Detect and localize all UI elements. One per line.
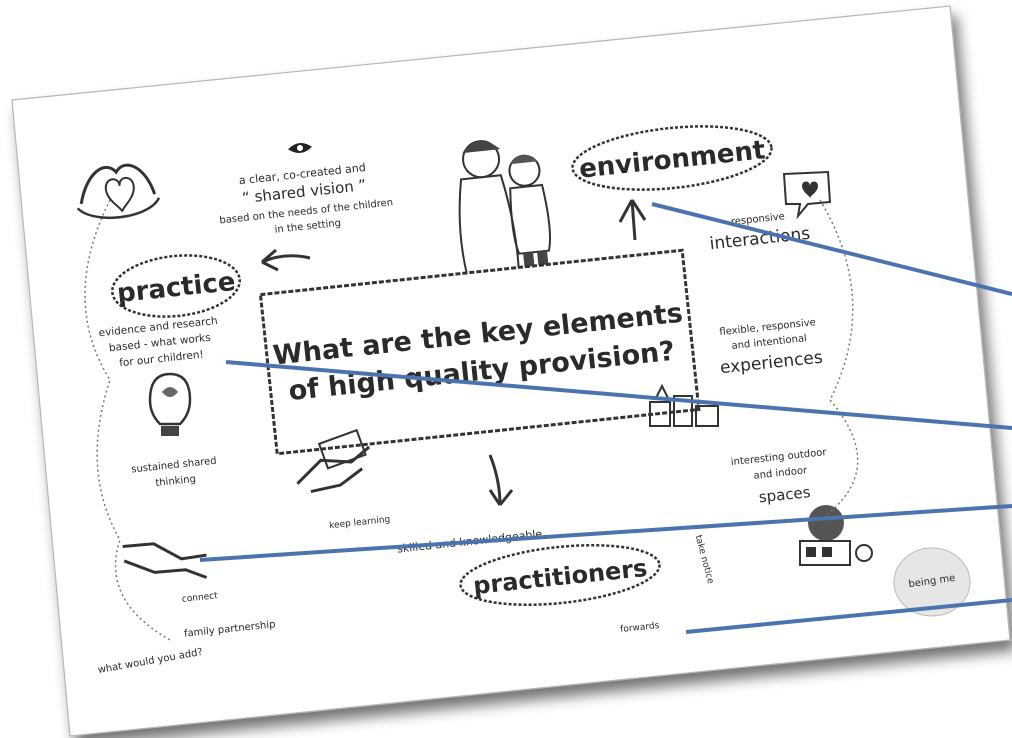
pointer-line-1 bbox=[651, 202, 1012, 296]
forwards-note: forwards bbox=[620, 621, 660, 635]
pointer-lines bbox=[199, 202, 1012, 634]
dotted-path-left bbox=[84, 199, 171, 641]
arrow-left-icon bbox=[261, 248, 311, 272]
arrow-down-icon bbox=[488, 454, 514, 506]
pointer-line-3 bbox=[199, 504, 1012, 562]
practice-node: practice bbox=[111, 254, 241, 318]
practitioners-node: practitioners bbox=[459, 544, 661, 606]
spaces-label: spaces bbox=[758, 483, 812, 506]
eye-icon bbox=[288, 143, 312, 153]
being-me-badge: being me bbox=[893, 547, 971, 617]
connect-note: connect bbox=[181, 591, 218, 605]
sustained-line-2: thinking bbox=[155, 474, 197, 489]
books-gifts-icon bbox=[649, 383, 719, 427]
speech-bubble-icon bbox=[782, 170, 832, 220]
pointer-line-4 bbox=[685, 598, 1012, 634]
arrow-up-icon bbox=[618, 199, 647, 241]
connect-text: connect bbox=[181, 591, 218, 605]
environment-node: environment bbox=[571, 125, 773, 191]
handshake-left-icon bbox=[122, 542, 208, 579]
pointer-line-2 bbox=[225, 360, 1012, 430]
hands-heart-icon bbox=[76, 163, 161, 219]
house-tree-icon bbox=[799, 505, 873, 566]
handshake-icon bbox=[296, 428, 371, 494]
spaces-note: interesting outdoor and indoor spaces bbox=[730, 447, 828, 506]
lightbulb-icon bbox=[148, 372, 192, 436]
forwards-text: forwards bbox=[620, 621, 660, 635]
